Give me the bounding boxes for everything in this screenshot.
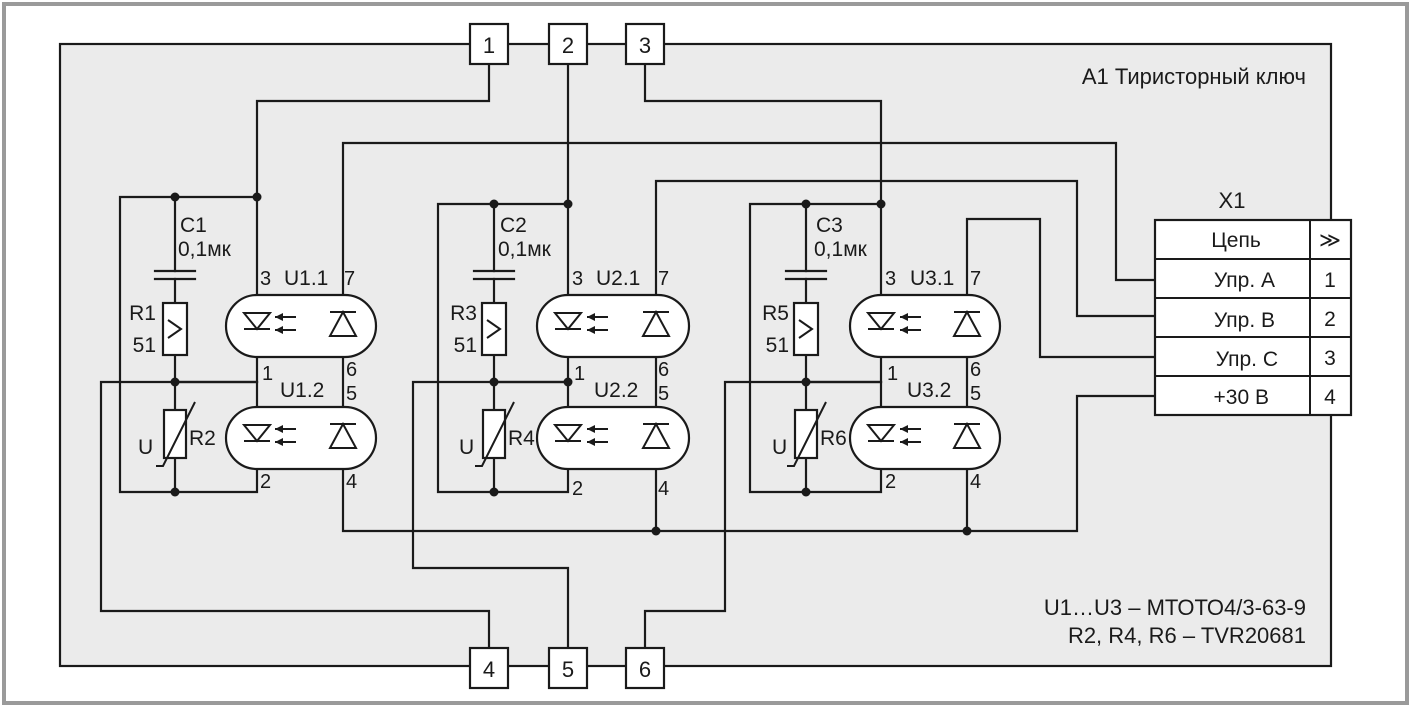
varistor-ref: R4	[508, 427, 535, 450]
svg-text:7: 7	[344, 268, 355, 290]
svg-text:1: 1	[262, 363, 273, 385]
connector-x1: X1 Цепь ≫ Упр. A 1 Упр. B 2 Упр. C 3 +30…	[1153, 188, 1353, 417]
capacitor-value: 0,1мк	[178, 238, 232, 261]
resistor-r5: R5 51	[762, 301, 820, 357]
svg-text:3: 3	[572, 268, 583, 290]
connector-row-name: +30 В	[1214, 386, 1269, 409]
channel-2: C2 0,1мк R3 51 U R4 U2.1	[436, 199, 691, 536]
svg-text:1: 1	[574, 363, 585, 385]
capacitor-c1: C1 0,1мк	[153, 214, 232, 305]
optocoupler-ref: U2.1	[596, 267, 640, 290]
capacitor-ref: C1	[180, 214, 207, 237]
svg-text:3: 3	[260, 268, 271, 290]
connector-row-pin: 3	[1324, 347, 1336, 370]
svg-text:7: 7	[658, 268, 669, 290]
capacitor-ref: C3	[816, 214, 843, 237]
svg-text:4: 4	[970, 471, 981, 493]
svg-text:6: 6	[639, 657, 651, 682]
shared-wiring	[99, 62, 1159, 650]
capacitor-c2: C2 0,1мк	[472, 214, 552, 305]
optocoupler-u1-1: U1.1	[224, 267, 378, 359]
svg-text:6: 6	[658, 359, 669, 381]
terminal-3: 3	[624, 22, 666, 66]
connector-header-name: Цепь	[1211, 229, 1261, 252]
terminal-5: 5	[547, 646, 589, 690]
connector-row-name: Упр. A	[1214, 269, 1275, 292]
svg-text:1: 1	[483, 33, 495, 58]
optocoupler-ref: U1.2	[280, 379, 324, 402]
optocoupler-ref: U3.2	[907, 379, 951, 402]
varistor-r4: U R4	[459, 401, 535, 467]
varistor-symbol: U	[772, 436, 787, 459]
optocoupler-u1-2: U1.2	[224, 379, 378, 471]
svg-text:6: 6	[346, 359, 357, 381]
svg-text:2: 2	[572, 478, 583, 500]
svg-text:2: 2	[885, 471, 896, 493]
module-note-varistors: R2, R4, R6 – TVR20681	[1068, 623, 1306, 648]
resistor-value: 51	[454, 334, 477, 357]
svg-text:2: 2	[260, 471, 271, 493]
optocoupler-u3-1: U3.1	[848, 267, 1002, 359]
optocoupler-u2-1: U2.1	[535, 267, 691, 359]
svg-text:4: 4	[483, 657, 495, 682]
varistor-ref: R6	[820, 427, 847, 450]
capacitor-c3: C3 0,1мк	[784, 214, 868, 305]
terminal-6: 6	[624, 646, 666, 690]
capacitor-value: 0,1мк	[814, 238, 868, 261]
svg-text:5: 5	[658, 383, 669, 405]
svg-text:3: 3	[885, 268, 896, 290]
terminal-1: 1	[468, 22, 510, 66]
terminal-4: 4	[468, 646, 510, 690]
svg-text:6: 6	[970, 359, 981, 381]
pin-labels: 3 7 1 6 5 2 4	[885, 268, 981, 493]
svg-text:2: 2	[562, 33, 574, 58]
optocoupler-ref: U2.2	[594, 379, 638, 402]
resistor-r1: R1 51	[129, 301, 189, 357]
connector-row-name: Упр. B	[1214, 309, 1275, 332]
svg-text:5: 5	[346, 383, 357, 405]
svg-text:4: 4	[346, 471, 357, 493]
varistor-symbol: U	[138, 436, 153, 459]
connector-row-pin: 1	[1324, 269, 1336, 292]
connector-row-pin: 2	[1324, 308, 1336, 331]
pin-labels: 3 7 1 6 5 2 4	[572, 268, 669, 500]
resistor-value: 51	[766, 334, 789, 357]
svg-text:5: 5	[562, 657, 574, 682]
varistor-ref: R2	[189, 427, 216, 450]
optocoupler-ref: U1.1	[284, 267, 328, 290]
terminal-2: 2	[547, 22, 589, 66]
svg-text:4: 4	[658, 478, 669, 500]
varistor-r2: U R2	[138, 401, 216, 467]
optocoupler-u2-2: U2.2	[535, 379, 691, 471]
resistor-ref: R1	[129, 302, 156, 325]
svg-text:3: 3	[639, 33, 651, 58]
resistor-r3: R3 51	[450, 301, 508, 357]
capacitor-value: 0,1мк	[498, 238, 552, 261]
optocoupler-u3-2: U3.2	[848, 379, 1002, 471]
pin-labels: 3 7 1 6 5 2 4	[260, 268, 357, 493]
svg-text:5: 5	[970, 383, 981, 405]
varistor-r6: U R6	[772, 401, 847, 467]
resistor-ref: R3	[450, 302, 477, 325]
connector-row-name: Упр. C	[1216, 348, 1278, 371]
connector-header-symbol: ≫	[1319, 229, 1341, 252]
resistor-ref: R5	[762, 302, 789, 325]
svg-text:7: 7	[970, 268, 981, 290]
connector-ref: X1	[1219, 188, 1246, 213]
connector-row-pin: 4	[1324, 386, 1336, 409]
varistor-symbol: U	[459, 436, 474, 459]
capacitor-ref: C2	[500, 214, 527, 237]
channel-1: C1 0,1мк R1 51 U R2 U1.1	[118, 192, 378, 497]
svg-text:1: 1	[887, 363, 898, 385]
channel-3: C3 0,1мк R5 51 U R6 U3.1	[748, 199, 1002, 536]
resistor-value: 51	[133, 334, 156, 357]
module-note-optocouplers: U1…U3 – МТОТО4/3-63-9	[1044, 595, 1306, 620]
module-title: А1 Тиристорный ключ	[1082, 64, 1306, 89]
optocoupler-ref: U3.1	[910, 267, 954, 290]
